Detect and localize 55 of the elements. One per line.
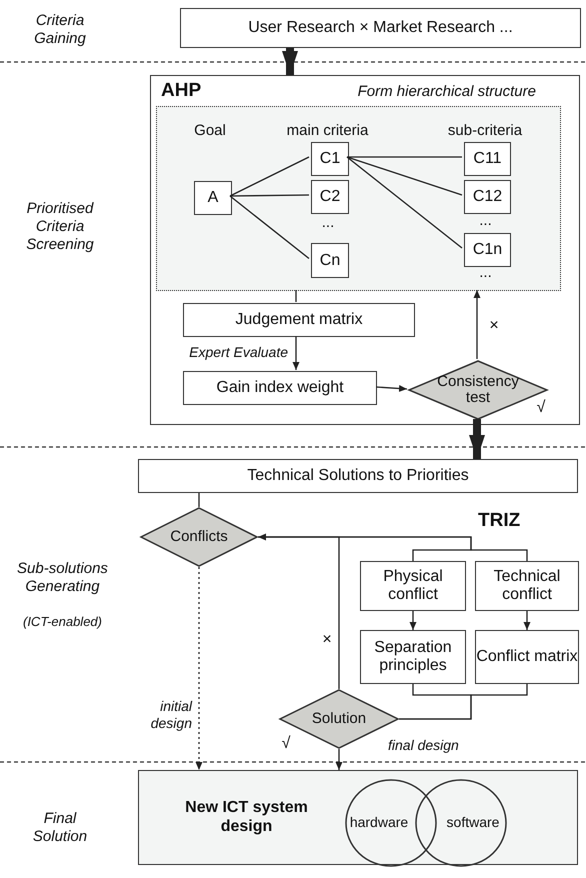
decision-diamond: Conflicts [140,507,258,567]
venn-circle: hardware [345,779,437,867]
connector-line [347,156,462,158]
process-box: Technical conflict [475,561,579,611]
process-box: C1 [311,142,349,176]
process-box: User Research × Market Research ... [180,8,581,48]
arrow [410,611,416,630]
process-box: Separation principles [360,630,466,684]
arrow [474,290,480,359]
process-box: C2 [311,180,349,214]
block-arrow [282,48,298,75]
stage-label: Sub-solutions Generating [16,560,109,596]
arrow [376,385,408,392]
process-box: C12 [464,180,511,214]
process-box: C11 [464,142,511,176]
process-box: Conflict matrix [475,630,579,684]
group-title: Form hierarchical structure [358,83,536,100]
connector-line [295,290,297,302]
process-box: C1n [464,233,511,267]
stage-label: Final Solution [32,810,88,846]
ellipsis: ... [478,264,493,282]
venn-circle: software [415,779,507,867]
connector-line [230,194,309,197]
connector-line [346,156,462,196]
connector-line [399,684,528,720]
process-box: Technical Solutions to Priorities [138,459,578,493]
column-heading: sub-criteria [446,122,524,140]
process-box: Physical conflict [360,561,466,611]
result-panel [138,770,578,865]
arrow [292,336,300,370]
connector-line [230,156,310,197]
connector-line [230,196,310,259]
connector-line [198,493,200,507]
connector-line [346,156,462,248]
stage-label: Criteria Gaining [33,12,87,48]
arrow [196,567,202,770]
ellipsis: ... [478,212,493,230]
process-box: Cn [311,243,349,278]
arrow [336,749,342,770]
ellipsis: ... [320,214,336,232]
column-heading: main criteria [286,122,370,140]
group-title: AHP [161,80,202,102]
group-title: New ICT system design [184,798,309,836]
arrow [524,611,530,630]
process-box: Judgement matrix [183,303,415,337]
column-heading: Goal [193,122,227,140]
process-box: Gain index weight [183,371,377,405]
stage-label: Prioritised Criteria Screening [25,200,95,254]
check-mark: √ [280,734,292,754]
process-box: A [194,181,232,215]
arrow [258,534,340,689]
method-title: TRIZ [478,510,522,533]
block-arrow [469,419,485,459]
stage-note: (ICT-enabled) [22,614,103,630]
group-box [150,75,580,425]
